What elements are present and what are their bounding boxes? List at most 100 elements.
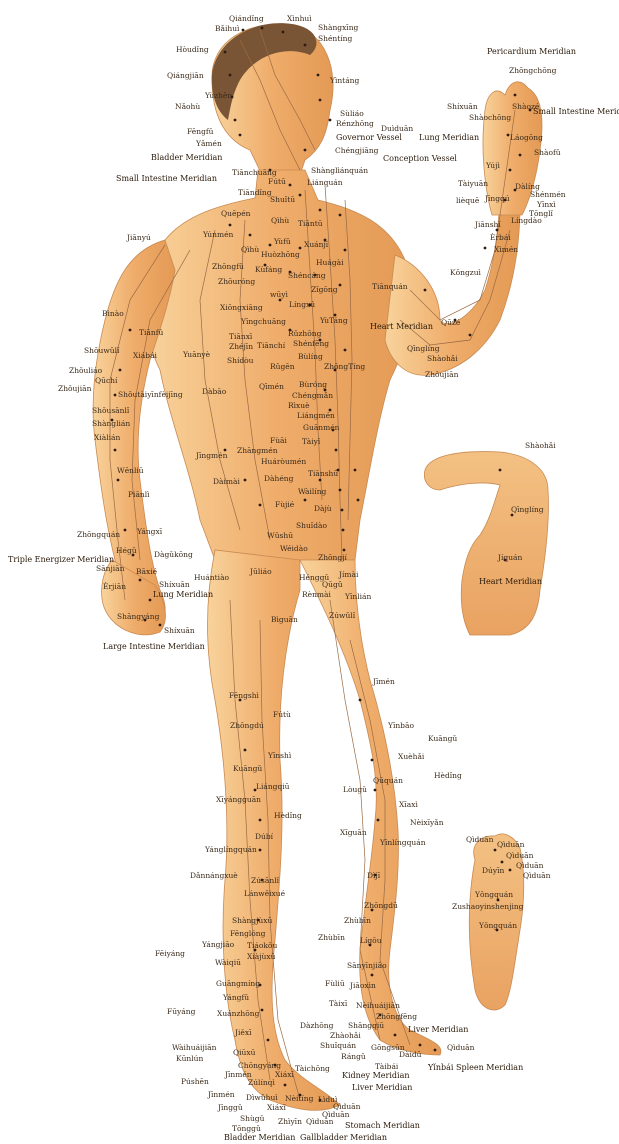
point-label: lièquē [456,196,479,205]
point-label: Yīnshì [268,751,291,760]
point-label: Qìduān [523,871,550,880]
point-label: Jiāoxìn [350,981,376,990]
point-label: Liángmén [297,411,335,420]
point-label: Yǒngquán [479,921,517,930]
point-label: Hégǔ [116,546,137,555]
point-label: Dìwǔhuì [246,1093,278,1102]
point-label: Rángǔ [341,1052,366,1061]
point-label: Fēngshì [229,691,259,700]
point-label: Wàilíng [298,487,326,496]
point-label: Fútū [268,177,286,186]
point-label: Shéntíng [318,34,352,43]
point-label: Shíxuān [164,626,195,635]
point-label: Shéncáng [288,271,326,280]
point-label: Tàibái [375,1062,398,1071]
meridian-label: Heart Meridian [370,322,433,331]
meridian-label: Conception Vessel [383,154,457,163]
point-label: Yīnxì [537,200,556,209]
point-label: Yángjiāo [202,940,234,949]
point-label: Shénfēng [293,339,329,348]
point-label: Shàngxīng [318,23,358,32]
point-label: Yúnmén [203,230,233,239]
point-label: Dúbí [255,832,273,841]
point-label: Duìduān [381,124,413,133]
point-label: Shénmén [530,190,566,199]
point-label: Jíquán [498,553,522,562]
point-label: Zúlínqì [248,1078,275,1087]
point-label: Xìmén [494,245,518,254]
point-label: Hòudǐng [176,45,209,54]
point-label: Tiānxī [229,332,252,341]
meridian-label: Small Intestine Meridian [116,174,217,183]
point-label: Wéidào [280,544,308,553]
point-label: Shídòu [227,356,254,365]
point-label: Shǒutàiyīnfèijīng [118,390,183,399]
meridian-label: Governor Vessel [336,133,402,142]
point-label: Liángqiū [256,782,290,791]
point-label: Zhōngjí [318,553,347,562]
point-label: Tiānfǔ [139,328,163,337]
point-label: Zúsānlǐ [251,876,279,885]
point-label: Qìduān [497,840,524,849]
point-label: Lòugǔ [343,785,367,794]
point-label: Jīngmén [196,451,227,460]
point-label: Zushaoyinshenjing [452,902,523,911]
point-label: Zhōngquán [77,530,120,539]
meridian-label: Gallbladder Meridian [300,1133,387,1142]
point-label: Yǒngquán [475,890,513,899]
point-label: Huágài [316,258,344,267]
meridian-label: Small Intestine Meridian [533,107,619,116]
point-label: Shíxuān [447,102,478,111]
point-label: Kǒngzuì [450,268,481,277]
point-label: Wàihuáijiān [172,1043,216,1052]
meridian-label: Yǐnbái Spleen Meridian [428,1063,523,1072]
point-label: Xuánzhōng [217,1009,259,1018]
point-label: Shāngyáng [117,612,159,621]
point-label: Qìduān [506,851,533,860]
point-label: Piānlì [128,490,150,499]
point-label: Yùfǔ [274,237,291,246]
meridian-label: Lung Meridian [419,133,479,142]
point-label: Shuǐdào [296,521,327,530]
point-label: Dàimài [213,477,240,486]
point-label: Fēngfǔ [187,127,213,136]
point-label: Qìduān [447,1043,474,1052]
point-label: Dǎnnángxuè [190,871,238,880]
point-label: Zhàohǎi [330,1031,361,1040]
point-label: Liánquán [307,178,343,187]
point-label: ZhōngTíng [324,362,365,371]
point-label: Lánwěixué [244,889,285,898]
point-label: Xiáxī [267,1103,286,1112]
point-label: Qūgǔ [322,580,343,589]
point-label: Zhùbīn [344,916,371,925]
point-label: Shàohǎi [525,441,556,450]
point-label: Zhǒujiān [58,384,91,393]
point-label: Láogōng [510,133,543,142]
point-label: Zhōngchōng [509,66,556,75]
point-label: Xīyángguān [216,795,261,804]
inset-arm [424,452,548,635]
point-label: Guānmén [303,423,340,432]
point-label: Tiānshū [308,469,338,478]
point-label: Bāxié [136,567,157,576]
point-label: Huántiào [194,573,229,582]
point-label: Yángfǔ [223,993,249,1002]
point-label: Jīngqú [485,194,510,203]
point-label: Xīguān [340,828,367,837]
point-label: Tiānchí [257,341,285,350]
point-label: Lígōu [360,936,382,945]
point-label: Rìxuè [288,401,310,410]
point-label: Huáròumén [261,457,306,466]
meridian-label: Liver Meridian [408,1025,468,1034]
point-label: Língxū [289,300,315,309]
point-label: Shǒusānlǐ [92,406,129,415]
point-label: Tàiyuān [458,179,488,188]
point-label: Qìduān [466,835,493,844]
point-label: Fútù [273,710,291,719]
point-label: Wàiqiū [215,958,241,967]
point-label: Shànglián [92,419,130,428]
point-label: Qīmén [259,382,284,391]
point-label: Bùlíng [298,352,323,361]
point-label: Shàngjùxū [232,916,272,925]
point-label: Qiándǐng [229,14,264,23]
